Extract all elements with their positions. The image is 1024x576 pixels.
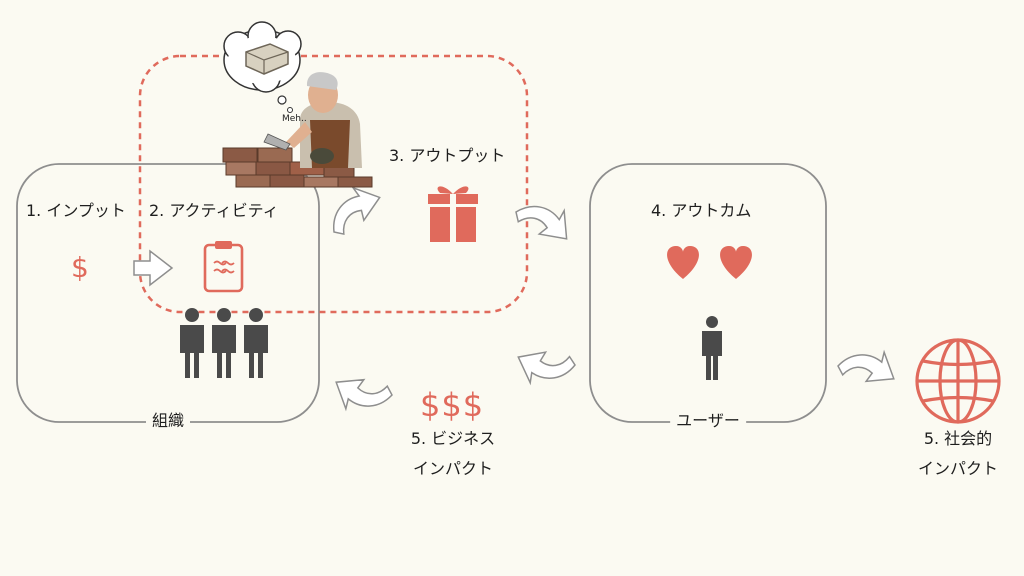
input-label: 1. インプット [26,201,126,220]
user-label: ユーザー [670,413,746,429]
clipboard-icon [203,241,244,293]
person-icon [702,316,722,380]
business-impact-line1: 5. ビジネス [410,429,496,448]
outcome-label: 4. アウトカム [651,201,752,220]
person-icon [244,308,268,378]
worker-speech-text: Meh.. [282,114,307,124]
business-impact-line2: インパクト [412,459,494,478]
bricklayer-illustration [222,72,373,188]
social-impact-line2: インパクト [917,459,999,478]
arrow-org-to-output [333,186,381,236]
person-icon [212,308,236,378]
heart-icon [720,246,752,279]
triple-dollar-icon: $$$ [420,386,485,424]
globe-icon [915,338,1001,424]
heart-icon [667,246,699,279]
gift-icon [428,186,478,242]
arrow-output-to-user [515,205,568,240]
brick-thought-bubble [223,21,302,113]
output-dashed-region [138,54,529,314]
organization-label: 組織 [145,413,191,429]
business-impact-label: 5. ビジネス インパクト [411,424,495,484]
arrow-business-to-org [335,378,393,412]
social-impact-line1: 5. 社会的 [923,429,993,448]
person-icon [180,308,204,378]
output-label: 3. アウトプット [389,146,506,165]
dollar-icon: $ [71,251,89,284]
activity-label: 2. アクティビティ [149,201,279,220]
arrow-user-to-social [837,349,895,383]
input-to-activity-arrow [133,249,174,287]
arrow-user-to-business [517,351,576,386]
social-impact-label: 5. 社会的 インパクト [918,424,998,484]
